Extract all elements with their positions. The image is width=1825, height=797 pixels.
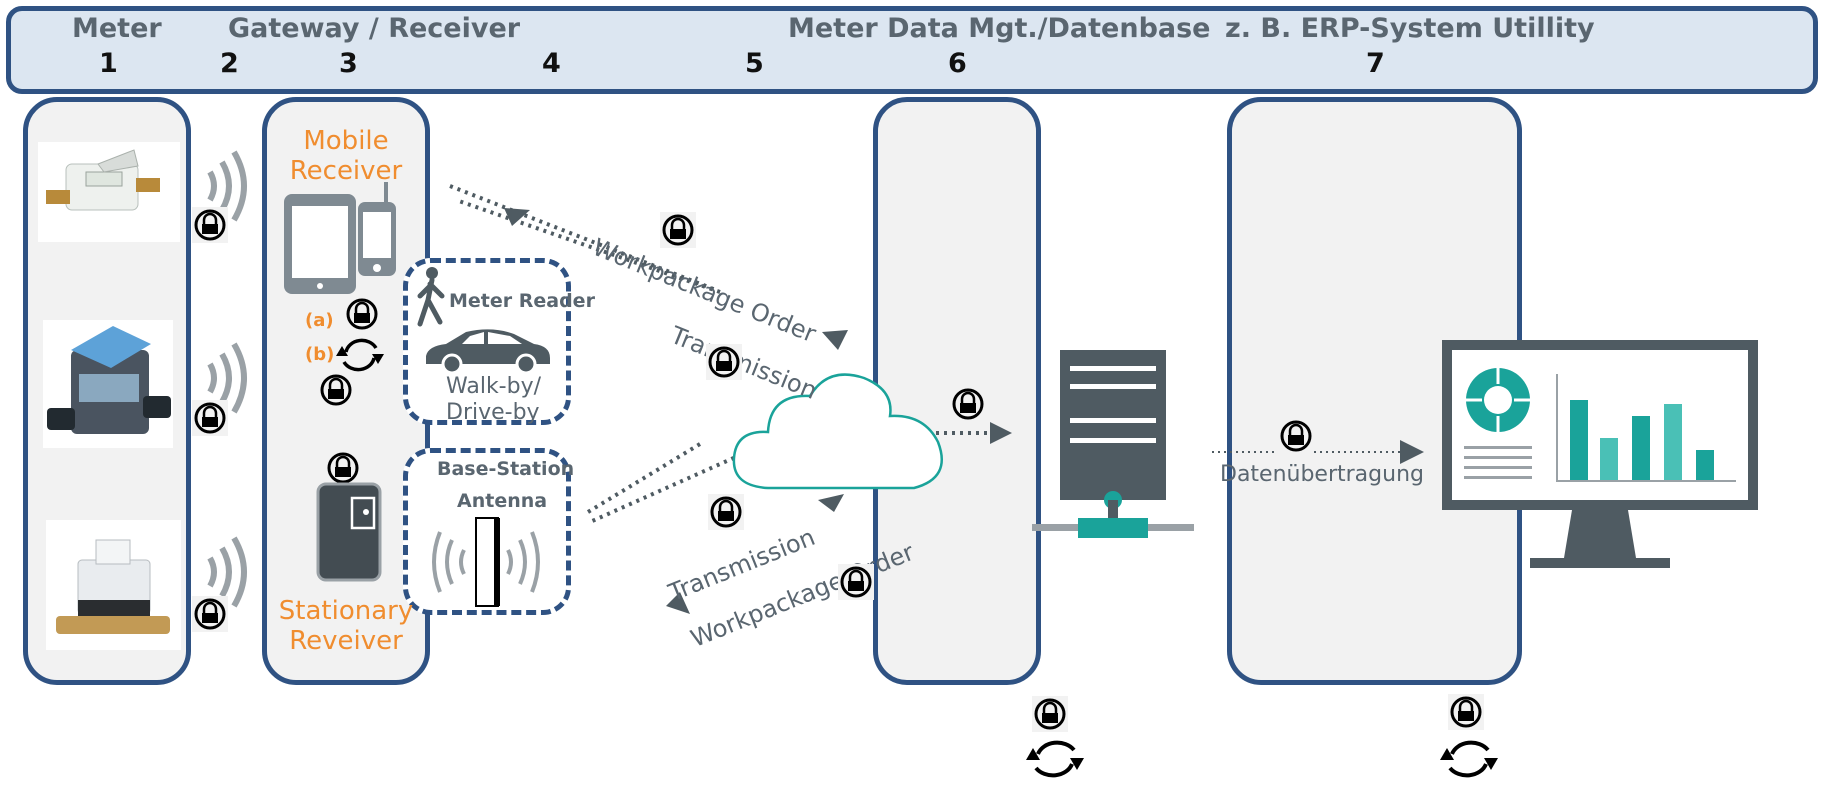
step-4: 4 bbox=[542, 48, 561, 79]
tablet-icon bbox=[284, 194, 356, 294]
base-station-line2: Antenna bbox=[457, 490, 548, 512]
mobile-receiver-label: Mobile Receiver bbox=[262, 126, 430, 186]
arrow-head bbox=[1400, 440, 1424, 464]
step-3: 3 bbox=[339, 48, 358, 79]
header-gateway: Gateway / Receiver bbox=[228, 13, 521, 44]
sync-icon bbox=[1440, 740, 1498, 778]
lock-icon bbox=[318, 372, 354, 408]
stationary-receiver-label: Stationary Reveiver bbox=[262, 596, 430, 656]
base-station-line1: Base-Station bbox=[437, 458, 575, 480]
header-mdm: Meter Data Mgt./Datenbase bbox=[788, 13, 1211, 44]
pedestrian-icon bbox=[417, 267, 445, 327]
lock-icon bbox=[325, 450, 361, 486]
server-icon bbox=[1032, 350, 1194, 538]
data-transfer-label: Datenübertragung bbox=[1220, 462, 1424, 487]
option-a-label: (a) bbox=[305, 310, 334, 331]
lock-icon bbox=[706, 344, 742, 380]
step-1: 1 bbox=[99, 48, 118, 79]
arrow-transmission-from-base bbox=[586, 442, 702, 514]
walk-by-text: Walk-by/ bbox=[446, 374, 542, 399]
lock-icon bbox=[1032, 696, 1068, 732]
lock-icon bbox=[1278, 418, 1314, 454]
phone-icon bbox=[358, 182, 396, 276]
lock-icon bbox=[1448, 694, 1484, 730]
mobile-receiver-line1: Mobile bbox=[303, 126, 389, 156]
arrow-head bbox=[818, 494, 844, 512]
car-icon bbox=[426, 329, 550, 375]
step-7: 7 bbox=[1366, 48, 1385, 79]
stationary-receiver-line2: Reveiver bbox=[289, 626, 403, 656]
header-bar bbox=[6, 6, 1818, 94]
stationary-receiver-icon bbox=[316, 482, 382, 582]
water-meter-1-image bbox=[38, 142, 180, 242]
water-meter-3-image bbox=[46, 520, 181, 650]
lock-icon bbox=[950, 386, 986, 422]
arrow-head bbox=[822, 330, 848, 350]
sync-icon bbox=[1026, 740, 1084, 778]
lock-icon bbox=[708, 494, 744, 530]
sync-icon bbox=[336, 338, 384, 372]
arrow-order-to-base bbox=[589, 446, 757, 524]
lock-icon bbox=[344, 296, 380, 332]
header-meter: Meter bbox=[72, 13, 162, 44]
arrow-head bbox=[666, 592, 690, 614]
arrow-transmission-to-mobile bbox=[455, 198, 721, 294]
meter-reader-title: Meter Reader bbox=[449, 290, 595, 312]
stationary-receiver-line1: Stationary bbox=[278, 596, 414, 626]
arrow-head bbox=[504, 208, 530, 226]
step-6: 6 bbox=[948, 48, 967, 79]
antenna-icon bbox=[432, 517, 540, 607]
walk-drive-label: Walk-by/ Drive-by bbox=[446, 374, 541, 426]
header-erp: z. B. ERP-System Utillity bbox=[1225, 13, 1595, 44]
lock-icon bbox=[192, 596, 228, 632]
water-meter-2-image bbox=[43, 320, 173, 448]
cloud-icon bbox=[732, 373, 943, 490]
lock-icon bbox=[192, 400, 228, 436]
lock-icon bbox=[660, 212, 696, 248]
wireless-signal-icon bbox=[207, 536, 247, 608]
wireless-signal-icon bbox=[207, 342, 247, 414]
wireless-signal-icon bbox=[207, 150, 247, 222]
lock-icon bbox=[192, 207, 228, 243]
step-5: 5 bbox=[745, 48, 764, 79]
monitor-icon bbox=[1442, 340, 1758, 568]
drive-by-text: Drive-by bbox=[446, 400, 540, 425]
mobile-receiver-line2: Receiver bbox=[289, 156, 403, 186]
option-b-label: (b) bbox=[305, 344, 335, 365]
lock-icon bbox=[838, 564, 874, 600]
step-2: 2 bbox=[220, 48, 239, 79]
arrow-head bbox=[990, 422, 1012, 444]
